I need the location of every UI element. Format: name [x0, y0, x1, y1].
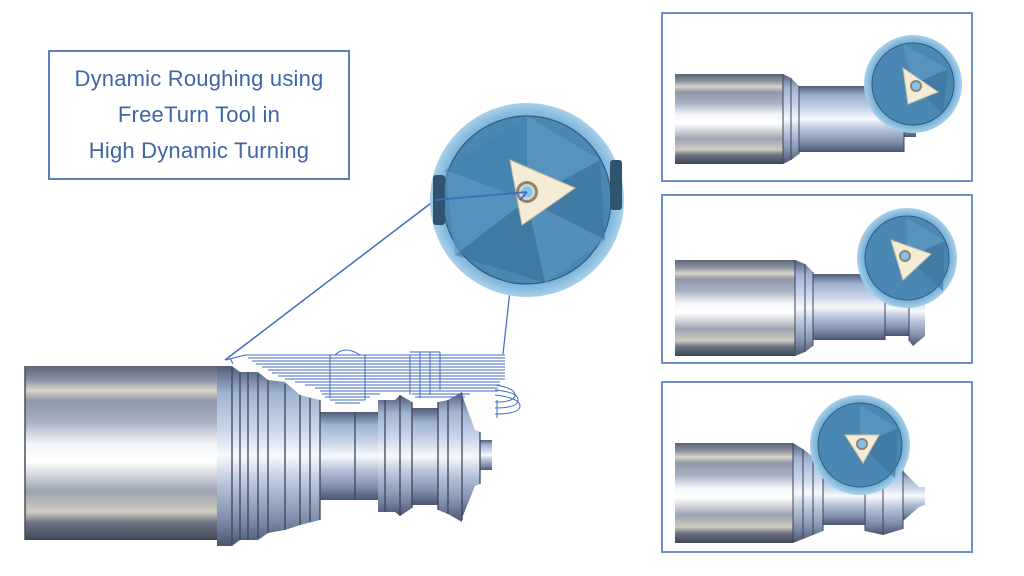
main-illustration [24, 103, 624, 546]
panel-stage-2 [661, 194, 973, 364]
title-box: Dynamic Roughing using FreeTurn Tool in … [48, 50, 350, 180]
workpiece-profile [217, 366, 492, 546]
title-line-1: Dynamic Roughing using [74, 66, 324, 91]
title-line-2: FreeTurn Tool in [117, 102, 281, 127]
panel-stage-3 [661, 381, 973, 553]
title-line-3: High Dynamic Turning [88, 138, 310, 163]
workpiece-shaft [25, 366, 217, 540]
freeturn-tool [430, 103, 624, 297]
panel-stage-1 [661, 12, 973, 182]
